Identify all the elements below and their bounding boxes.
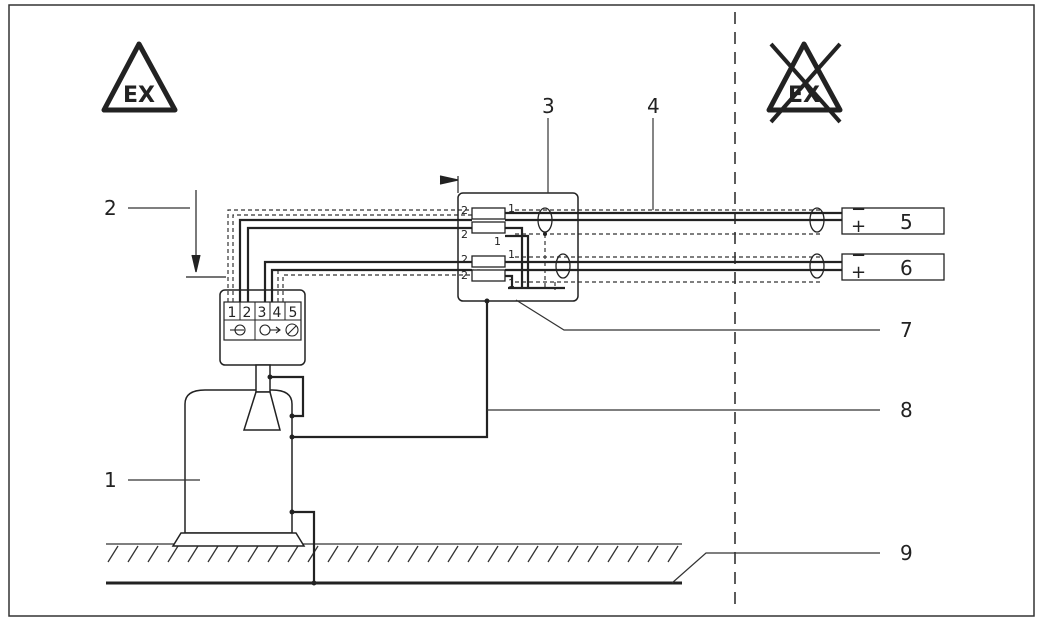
pin-d2: 2 — [461, 269, 468, 282]
ground-hatch — [106, 543, 682, 563]
gauge-icon — [285, 323, 299, 337]
pin-c2: 2 — [461, 253, 468, 266]
supply-5-minus: − — [851, 199, 866, 220]
ground-dots — [267, 232, 547, 586]
diagram-frame — [8, 4, 1035, 617]
pin-c1: 1 — [508, 248, 515, 261]
horn-antenna-icon — [242, 391, 281, 431]
callout-7: 7 — [900, 318, 913, 342]
terminal-4: 4 — [273, 305, 282, 321]
transmitter-neck — [255, 364, 271, 393]
terminal-5: 5 — [289, 305, 298, 321]
supply-unit-6: − + — [841, 245, 945, 283]
cable-ferrites — [537, 207, 825, 279]
non-ex-hazard-icon: EX — [766, 41, 843, 124]
ex-hazard-icon: EX — [101, 41, 178, 113]
supply-6-minus: − — [851, 245, 866, 266]
tank — [171, 389, 306, 547]
ex-label: EX — [123, 83, 155, 108]
ground-conductors — [270, 301, 489, 583]
callout-5: 5 — [900, 210, 913, 234]
callout-2: 2 — [104, 196, 117, 220]
callout-8: 8 — [900, 398, 913, 422]
terminal-strip: 1 2 3 4 5 — [223, 301, 302, 341]
callout-6: 6 — [900, 256, 913, 280]
junction-terminals — [471, 207, 506, 282]
supply-unit-5: − + — [841, 199, 945, 237]
callout-4: 4 — [647, 94, 660, 118]
pin-a1: 1 — [508, 202, 515, 215]
signal-conductors — [238, 211, 842, 302]
terminal-1: 1 — [228, 305, 237, 321]
pin-a2: 2 — [461, 204, 468, 217]
output-arrow-icon — [259, 324, 281, 336]
pin-d1: 1 — [508, 277, 515, 290]
input-arrow-icon — [230, 324, 246, 336]
terminal-3: 3 — [258, 305, 267, 321]
leader-lines — [128, 118, 880, 584]
callout-3: 3 — [542, 94, 555, 118]
callout-9: 9 — [900, 541, 913, 565]
terminal-2: 2 — [243, 305, 252, 321]
pin-b1: 1 — [494, 235, 501, 248]
callout-1: 1 — [104, 468, 117, 492]
cable-length-arrows — [186, 175, 459, 278]
supply-5-plus: + — [851, 216, 866, 237]
pin-b2: 2 — [461, 228, 468, 241]
supply-6-plus: + — [851, 262, 866, 283]
